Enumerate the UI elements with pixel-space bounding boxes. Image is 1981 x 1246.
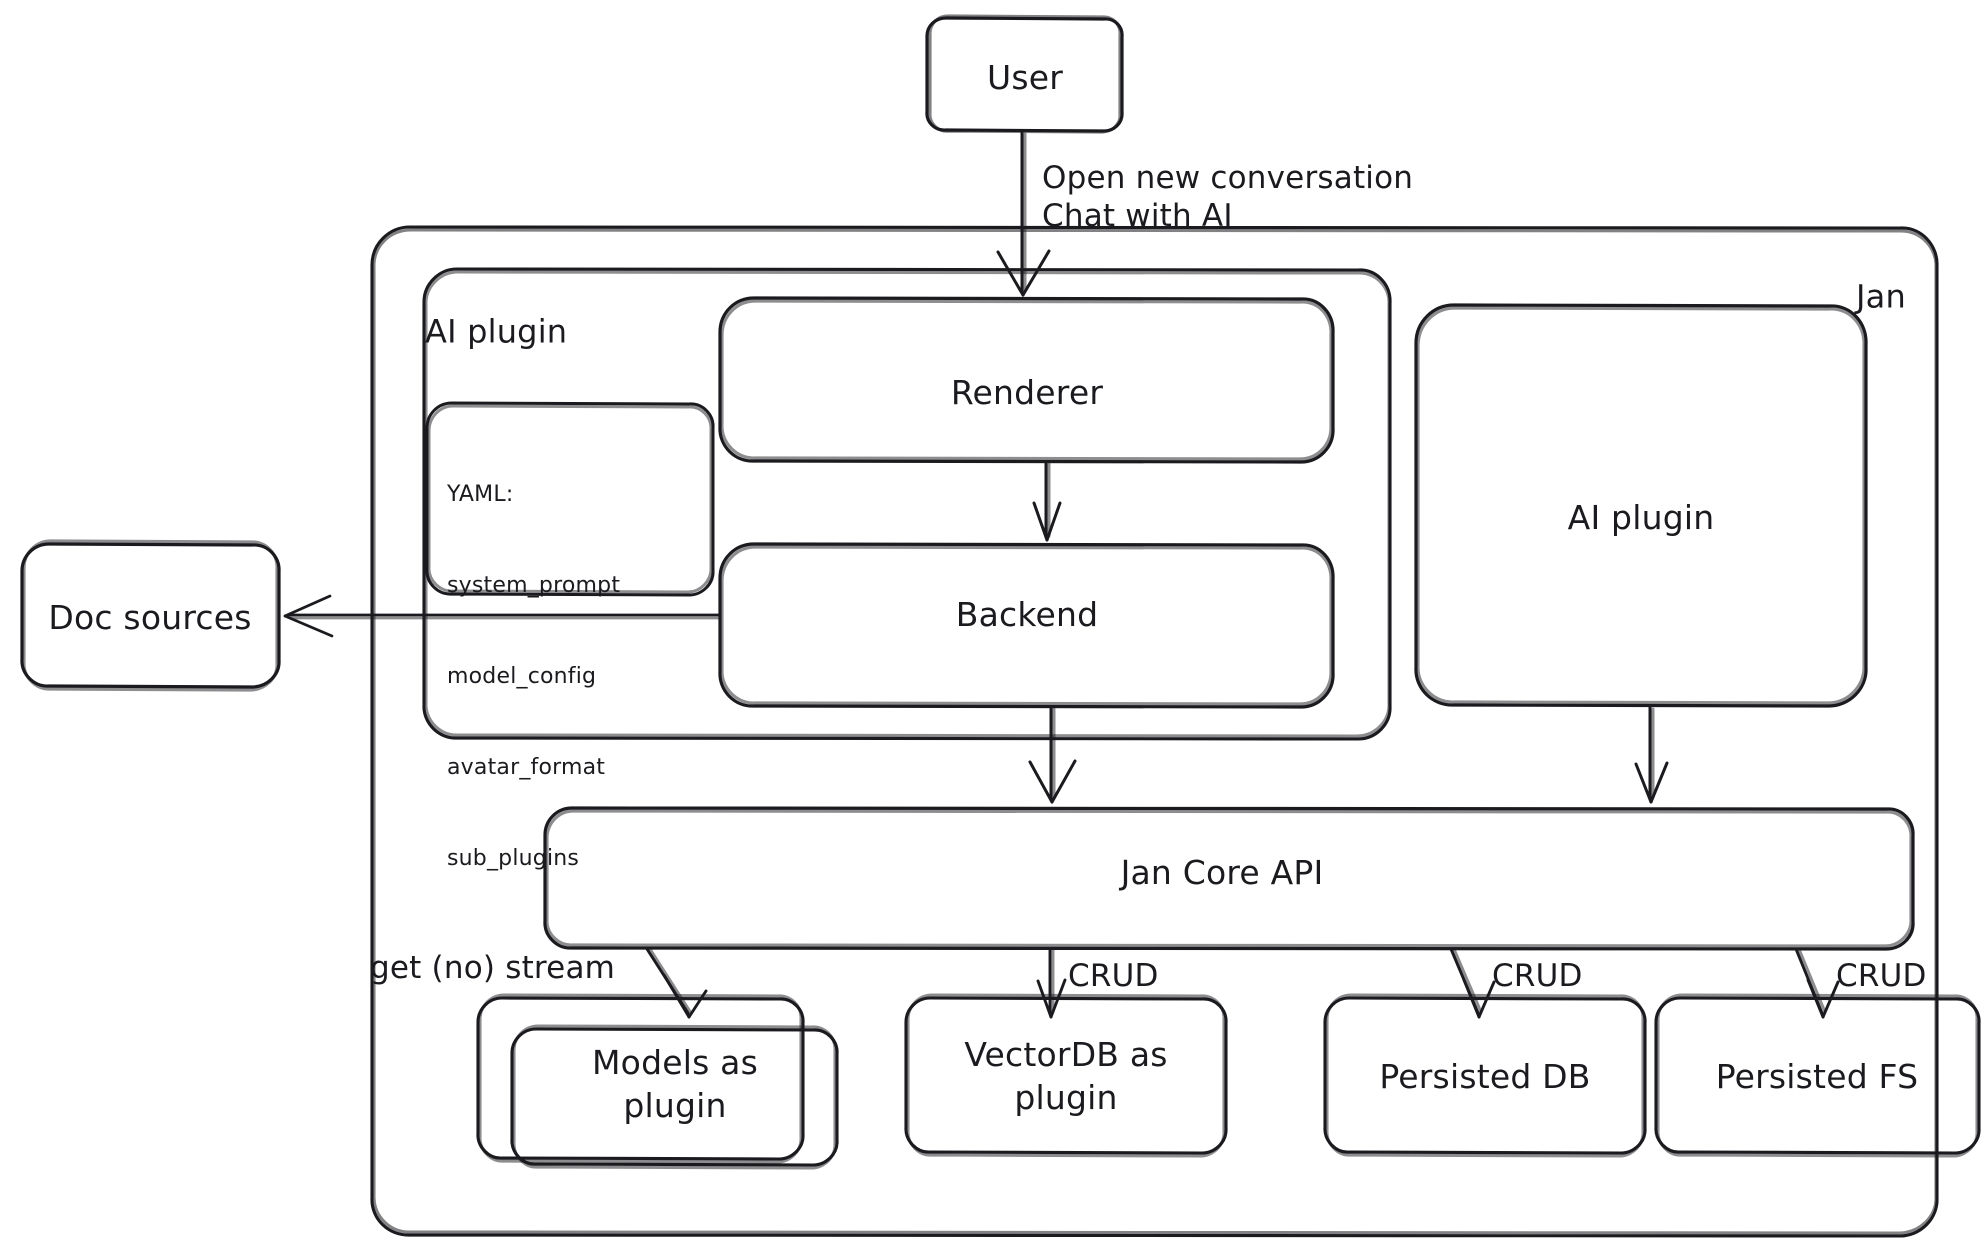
container-jan-outline	[370, 225, 1939, 1238]
node-label-jan-core-api: Jan Core API	[1120, 852, 1324, 892]
node-ai-plugin-outline	[1414, 303, 1868, 708]
node-label-models-as-plugin: Models as plugin	[592, 1043, 758, 1125]
arrow-backend-to-doc-sources	[283, 594, 721, 638]
yaml-item-sub-plugins: sub_plugins	[447, 846, 580, 872]
container-ai-plugin-group-outline	[422, 267, 1392, 741]
arrow-renderer-to-backend	[1032, 460, 1062, 542]
node-models-as-plugin-outline	[510, 1024, 839, 1170]
node-label-renderer: Renderer	[950, 372, 1104, 412]
yaml-config-text: YAML: system_prompt model_config avatar_…	[447, 419, 620, 935]
arrow-jan-core-api-to-models	[645, 947, 708, 1019]
node-user-outline	[925, 14, 1124, 134]
node-label-backend: Backend	[955, 594, 1099, 634]
arrow-user-to-renderer	[996, 130, 1051, 297]
arrow-jan-core-api-to-persisted-fs	[1794, 947, 1840, 1019]
node-backend-outline	[718, 542, 1335, 709]
edge-label-crud-persisted-fs: CRUD	[1836, 958, 1927, 995]
node-label-user: User	[986, 57, 1064, 97]
node-persisted-db-outline	[1323, 993, 1647, 1158]
arrow-ai-plugin-to-jan-core-api	[1634, 705, 1669, 804]
edge-label-crud-vectordb: CRUD	[1068, 958, 1159, 995]
edge-label-user-to-renderer: Open new conversation Chat with AI	[1042, 160, 1414, 234]
node-label-persisted-db: Persisted DB	[1379, 1056, 1591, 1096]
node-label-persisted-fs: Persisted FS	[1715, 1056, 1919, 1096]
node-label-ai-plugin: AI plugin	[1567, 497, 1715, 537]
node-label-vectordb-as-plugin: VectorDB as plugin	[964, 1035, 1168, 1117]
node-renderer-outline	[718, 296, 1335, 464]
arrow-backend-to-jan-core-api	[1028, 705, 1077, 804]
node-vectordb-as-plugin-outline	[904, 993, 1228, 1158]
arrow-jan-core-api-to-persisted-db	[1449, 947, 1496, 1019]
edge-label-get-no-stream: get (no) stream	[370, 950, 616, 987]
yaml-config-box-outline	[425, 401, 715, 597]
arrow-jan-core-api-to-vectordb	[1036, 947, 1067, 1019]
node-jan-core-api-outline	[543, 806, 1915, 951]
edge-label-crud-persisted-db: CRUD	[1492, 958, 1583, 995]
node-models-as-plugin-back-outline	[476, 993, 805, 1164]
yaml-heading: YAML:	[447, 481, 514, 507]
node-label-doc-sources: Doc sources	[48, 597, 252, 637]
yaml-item-system-prompt: system_prompt	[447, 572, 621, 598]
yaml-item-avatar-format: avatar_format	[447, 754, 606, 780]
node-doc-sources-outline	[20, 539, 281, 692]
yaml-item-model-config: model_config	[447, 663, 597, 689]
node-persisted-fs-outline	[1654, 993, 1981, 1158]
container-label-ai-plugin-group: AI plugin	[425, 312, 568, 351]
container-label-jan: Jan	[1856, 277, 1906, 316]
